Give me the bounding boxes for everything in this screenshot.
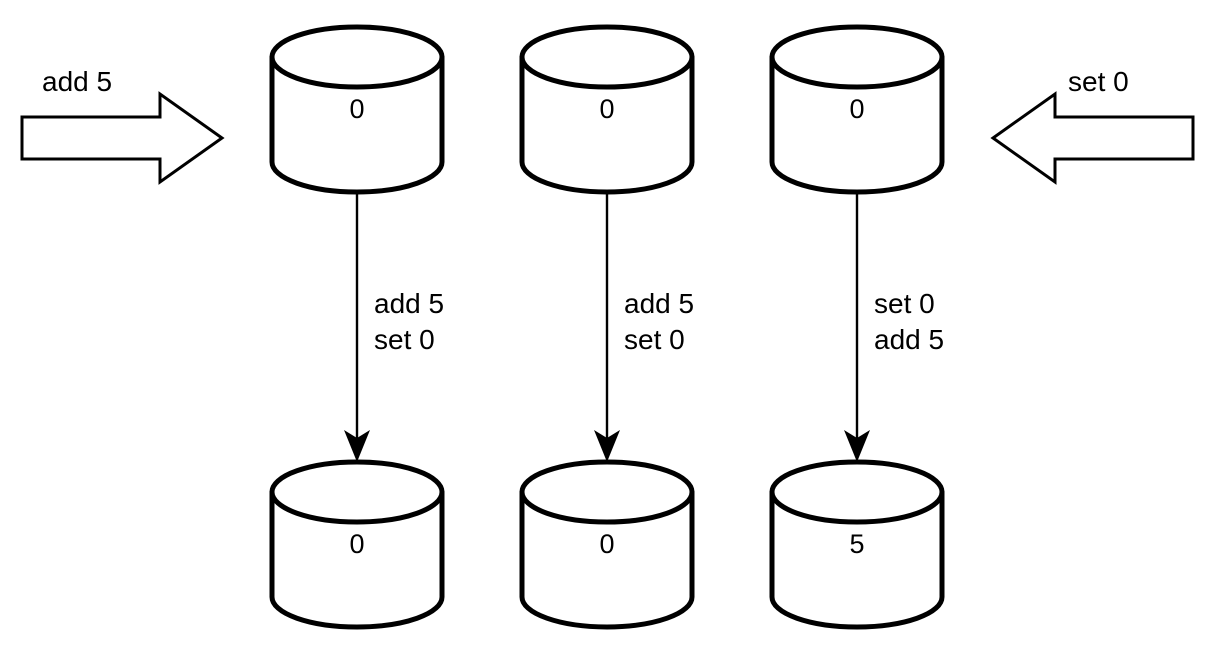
replica-2-connector: add 5 set 0 [594,190,694,462]
left-input-arrow: add 5 [20,66,225,185]
replica-2-operation-1: add 5 [624,288,694,319]
replica-3-top-cylinder: 0 [769,24,945,195]
replica-2-initial-value: 0 [599,94,614,124]
replica-1-bottom-cylinder: 0 [269,459,445,630]
replica-2-bottom-cylinder-body [519,489,695,630]
left-input-arrow-shape [20,91,225,185]
replica-2-top-cylinder-lid [519,24,695,90]
left-input-arrow-label: add 5 [42,66,112,97]
replica-3-top-cylinder-lid [769,24,945,90]
replica-1-operation-2: set 0 [374,324,435,355]
replica-1-connector-arrowhead [344,430,370,462]
right-input-arrow-shape [990,91,1195,185]
replica-3-operation-1: set 0 [874,288,935,319]
replica-2-final-value: 0 [599,529,614,559]
right-input-arrow: set 0 [990,66,1195,185]
replica-1-bottom-cylinder-lid [269,459,445,525]
replica-3-top-cylinder-body [769,54,945,195]
right-input-arrow-label: set 0 [1068,66,1129,97]
replica-3-bottom-cylinder: 5 [769,459,945,630]
replica-2-bottom-cylinder: 0 [519,459,695,630]
replica-3-bottom-cylinder-lid [769,459,945,525]
replica-1-final-value: 0 [349,529,364,559]
replica-2-top-cylinder-body [519,54,695,195]
replica-3-connector-arrowhead [844,430,870,462]
replica-column-1: 0 add 5 set 0 0 [269,24,445,630]
replica-3-final-value: 5 [849,529,864,559]
replica-1-top-cylinder-lid [269,24,445,90]
replica-1-connector: add 5 set 0 [344,190,444,462]
replica-3-operation-2: add 5 [874,324,944,355]
replica-2-top-cylinder: 0 [519,24,695,195]
replica-1-top-cylinder: 0 [269,24,445,195]
replica-column-3: 0 set 0 add 5 5 [769,24,945,630]
replica-1-top-cylinder-body [269,54,445,195]
replica-3-bottom-cylinder-body [769,489,945,630]
replica-1-bottom-cylinder-body [269,489,445,630]
replica-2-bottom-cylinder-lid [519,459,695,525]
replica-column-2: 0 add 5 set 0 0 [519,24,695,630]
replica-2-operation-2: set 0 [624,324,685,355]
replica-1-initial-value: 0 [349,94,364,124]
replica-3-initial-value: 0 [849,94,864,124]
replica-3-connector: set 0 add 5 [844,190,944,462]
replica-1-operation-1: add 5 [374,288,444,319]
replica-2-connector-arrowhead [594,430,620,462]
